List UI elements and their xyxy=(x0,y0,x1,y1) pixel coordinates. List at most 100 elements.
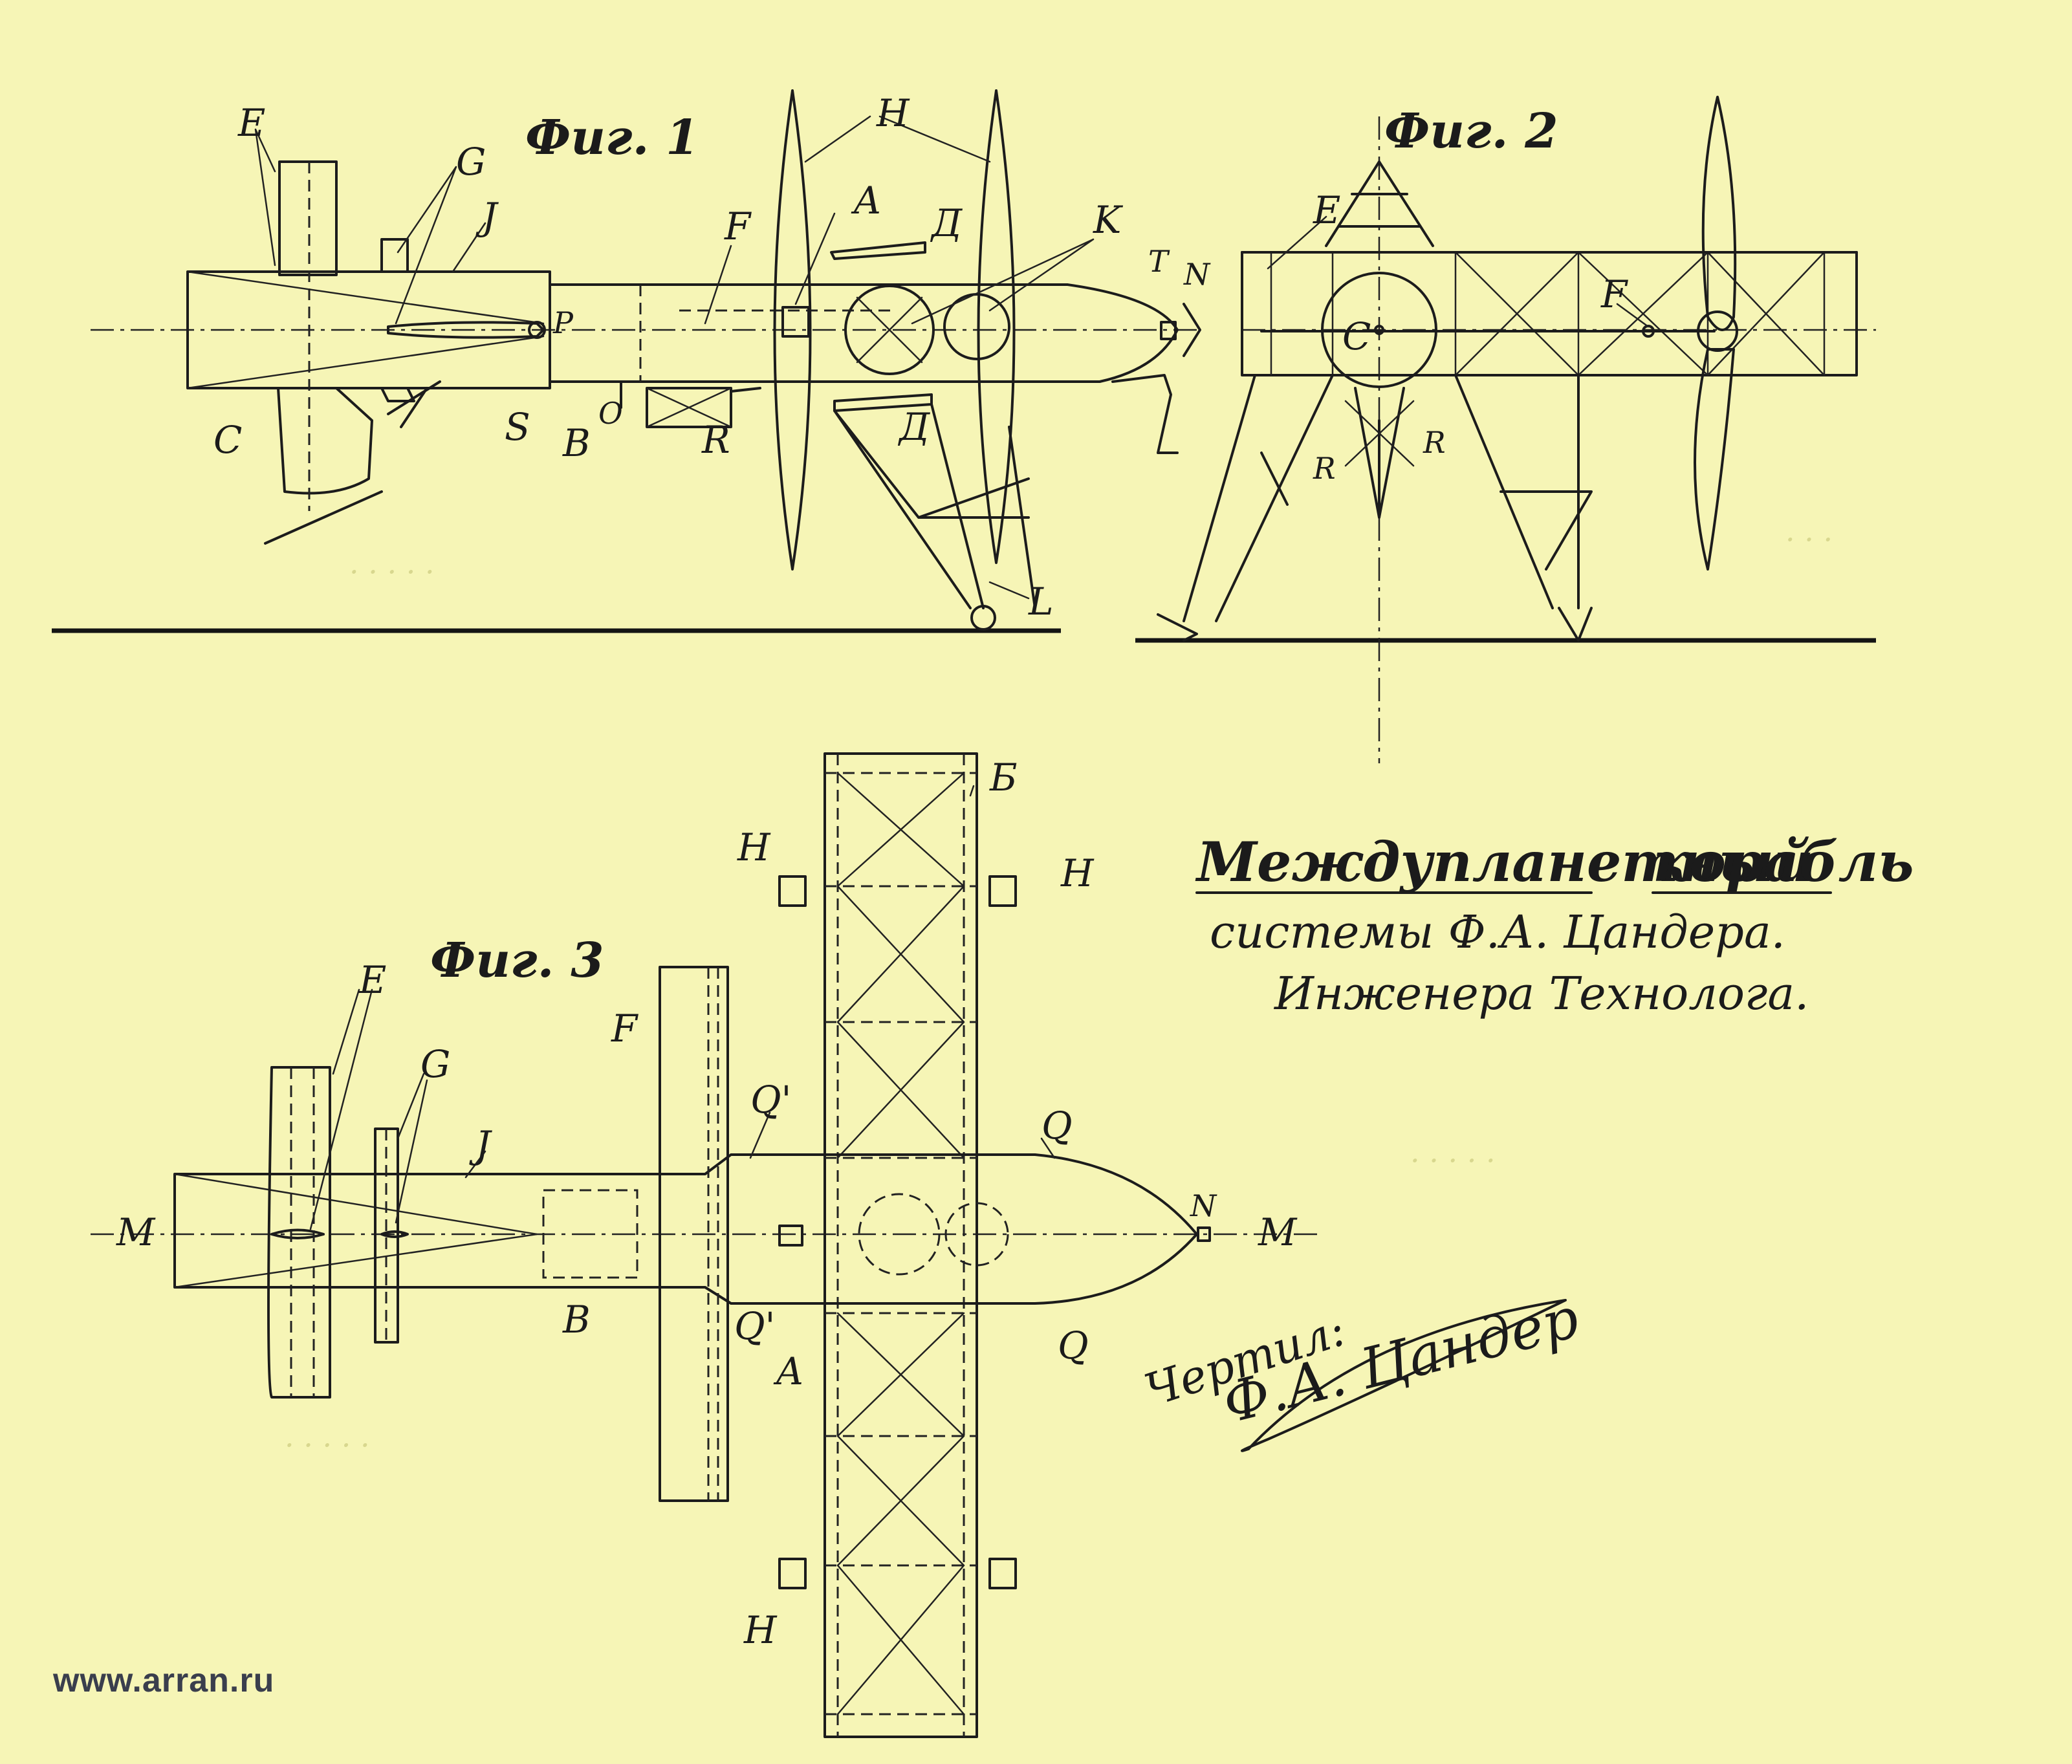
landing-frame xyxy=(833,403,1036,609)
label-r2-right: R xyxy=(1423,425,1446,460)
label-t: T xyxy=(1148,244,1170,279)
label-q-bottom: Q xyxy=(1058,1323,1089,1367)
label-h3-top-left: H xyxy=(737,825,771,869)
leader-g3 xyxy=(395,1073,428,1224)
label-r: R xyxy=(701,418,730,462)
figure-2-title: Фиг. 2 xyxy=(1384,103,1558,159)
leader-f xyxy=(704,245,732,325)
nose-hub xyxy=(1160,321,1177,340)
right-landing-frame xyxy=(1454,374,1593,609)
tail-plane-e xyxy=(267,1066,331,1399)
leader-e2 xyxy=(1267,215,1327,270)
fuselage-plan xyxy=(173,1153,1198,1305)
label-b: B xyxy=(562,421,591,465)
tail-skid xyxy=(264,490,383,545)
title-line-1a: Междупланетный xyxy=(1195,830,1813,894)
figure-3-title: Фиг. 3 xyxy=(430,933,604,988)
leader-q1 xyxy=(749,1111,771,1159)
svg-text:· · · · ·: · · · · · xyxy=(285,1428,370,1463)
label-h3-top-right: H xyxy=(1060,851,1095,895)
motor-block xyxy=(781,306,810,338)
label-p: P xyxy=(552,305,574,340)
nozzle xyxy=(387,321,545,339)
label-f: F xyxy=(724,204,752,248)
engine-circle-large xyxy=(844,285,935,375)
label-o: O xyxy=(598,396,623,431)
propeller-hub xyxy=(1697,310,1738,352)
figure-1-labels: E G J F A Д H K T N C S B O R Д L P xyxy=(213,91,1211,624)
leader-g xyxy=(395,166,457,325)
tail-taper-lines xyxy=(173,1173,538,1289)
main-wing-plan xyxy=(823,752,978,1738)
mount-h-bottom-right xyxy=(988,1558,1017,1589)
svg-text:· · ·: · · · xyxy=(1785,522,1833,557)
label-j3: J xyxy=(469,1123,492,1167)
propeller-blade-bottom xyxy=(1694,348,1735,571)
leader-a xyxy=(794,212,836,305)
leader-f2 xyxy=(1616,303,1650,328)
title-block: Междупланетный корабль системы Ф.А. Цанд… xyxy=(1195,830,1914,1020)
small-fin-upper xyxy=(380,238,409,273)
watermark-text: www.arran.ru xyxy=(53,1662,275,1699)
propeller-blade-top xyxy=(1701,96,1737,331)
tail-braces xyxy=(186,270,545,389)
figure-2-front-view: Фиг. 2 E C F R xyxy=(1135,96,1876,763)
left-landing-leg xyxy=(1183,374,1334,622)
nozzle-plan-g xyxy=(380,1230,409,1238)
label-q-top: Q xyxy=(1041,1104,1073,1148)
chamber-b xyxy=(542,1189,638,1279)
tail-fin-upper xyxy=(278,160,338,276)
label-n3: N xyxy=(1190,1188,1217,1223)
label-c: C xyxy=(213,418,242,462)
svg-text:· · · · ·: · · · · · xyxy=(1410,1143,1496,1178)
leader-j3 xyxy=(464,1150,486,1179)
nose-skid xyxy=(1111,374,1179,454)
label-b3: Б xyxy=(989,756,1018,800)
wing-cross-bracing xyxy=(1454,251,1826,376)
label-e2: E xyxy=(1313,188,1340,232)
tail-fin-lower xyxy=(277,387,373,495)
wing-h-right xyxy=(977,89,1016,564)
label-f2: F xyxy=(1600,272,1628,316)
label-h: H xyxy=(876,91,910,135)
label-g: G xyxy=(456,140,486,184)
engine-circle-small xyxy=(943,293,1010,360)
label-d-upper: Д xyxy=(930,201,963,245)
leader-j xyxy=(452,222,486,273)
label-q-prime-top: Q' xyxy=(750,1078,792,1122)
tower-bracing xyxy=(1344,400,1415,467)
nozzle-plan-e xyxy=(270,1228,325,1239)
label-g3: G xyxy=(420,1042,450,1086)
figure-3-labels: Б H H H F E G J Q' Q M M N B Q' A Q xyxy=(116,756,1298,1652)
rudder-f-spars xyxy=(707,967,719,1501)
wing-frame xyxy=(1241,251,1858,376)
mount-h-bottom-left xyxy=(778,1558,807,1589)
signature-flourish xyxy=(1241,1299,1567,1452)
label-k: K xyxy=(1093,198,1124,242)
nose-propeller xyxy=(1183,303,1201,357)
nozzle-throat xyxy=(528,321,546,339)
leader-h xyxy=(804,115,991,163)
signature-name: Ф.А. Цандер xyxy=(1217,1285,1585,1436)
small-fin-lower xyxy=(380,387,415,402)
tail-boom xyxy=(186,270,551,389)
gear-box-cross xyxy=(646,387,732,428)
title-line-3: Инженера Технолога. xyxy=(1273,967,1809,1020)
label-m-left: M xyxy=(116,1210,156,1254)
wing-ribs xyxy=(1270,251,1826,376)
tower-top xyxy=(1325,160,1434,247)
fuselage xyxy=(549,283,1179,383)
landing-wheel xyxy=(970,605,996,631)
title-line-2: системы Ф.А. Цандера. xyxy=(1210,906,1785,959)
engine-plan-small xyxy=(944,1202,1009,1267)
title-line-1b: корабль xyxy=(1653,830,1914,894)
small-fin-skid xyxy=(387,380,441,428)
left-foot xyxy=(1157,613,1198,642)
bleed-through-marks: · · · · · · · · · · · · · · · · · · xyxy=(285,522,1833,1463)
label-e: E xyxy=(237,101,265,145)
label-c2: C xyxy=(1342,314,1371,358)
svg-text:· · · · ·: · · · · · xyxy=(349,554,435,589)
figure-2-labels: E C F R R xyxy=(1313,188,1628,486)
label-r2-left: R xyxy=(1313,451,1336,486)
